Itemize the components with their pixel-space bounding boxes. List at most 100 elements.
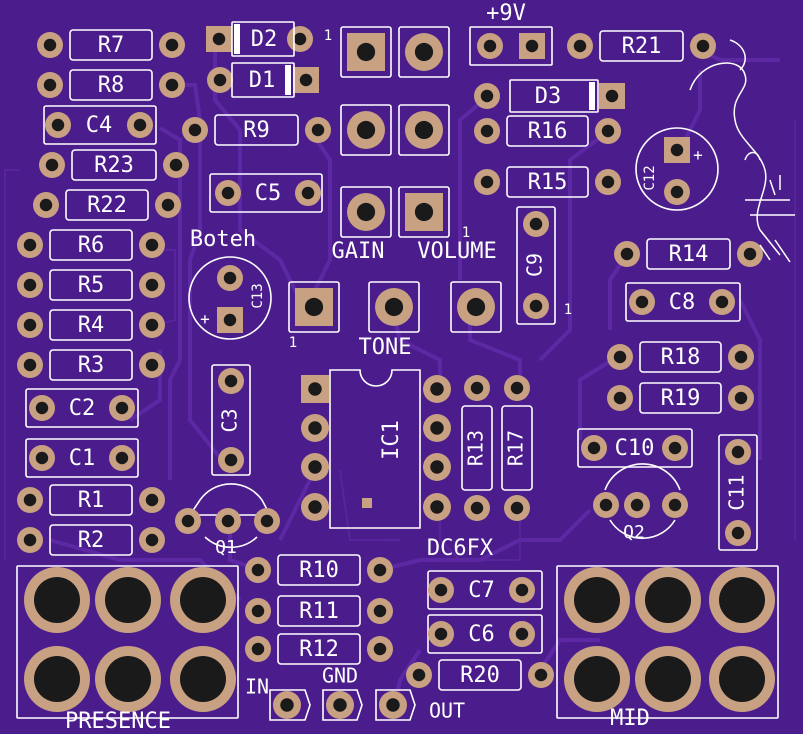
drill-hole [224, 453, 238, 467]
drill-hole [35, 451, 49, 465]
silk-outline [65, 189, 149, 221]
presence-pot [16, 565, 239, 719]
silk-outline [398, 104, 450, 156]
capacitor-label: C6 [468, 622, 495, 647]
drill-hole [311, 123, 325, 137]
out-label: OUT [429, 699, 465, 723]
cathode-band [285, 65, 291, 95]
drill-hole [145, 533, 159, 547]
resistor-r8: R8 [37, 69, 185, 101]
polarity-mark: + [693, 146, 703, 165]
drill-hole [133, 118, 147, 132]
drill-hole [430, 421, 444, 435]
resistor-r20: R20 [406, 659, 554, 691]
drill-hole [180, 656, 226, 702]
silk-outline [188, 256, 272, 340]
power-label: +9V [486, 1, 526, 26]
gnd-label: GND [322, 664, 358, 688]
drill-hole [43, 38, 57, 52]
pin1-mark: 1 [462, 225, 470, 241]
drill-hole [308, 500, 322, 514]
drill-hole [373, 604, 387, 618]
transistor-label: Q2 [623, 522, 645, 543]
silk-outline [49, 524, 133, 556]
silk-outline [277, 554, 361, 586]
drill-hole [534, 668, 548, 682]
drill-hole [480, 89, 494, 103]
silk-outline [368, 281, 420, 333]
artwork-line [745, 199, 795, 216]
silk-outline [71, 149, 157, 181]
resistor-label: R13 [464, 430, 488, 466]
drill-hole [715, 295, 729, 309]
drill-hole [430, 500, 444, 514]
transistor-q2: Q2 [593, 463, 688, 543]
silk-outline [25, 438, 139, 478]
pin1-mark: 1 [289, 335, 297, 351]
pot-tone-pin-c [450, 281, 502, 333]
silk-outline [398, 26, 450, 78]
pot-volume-pin-b [398, 104, 450, 156]
drill-hole [605, 89, 619, 103]
drill-hole [574, 656, 620, 702]
resistor-label: R3 [78, 353, 105, 378]
drill-hole [645, 577, 691, 623]
capacitor-label: C2 [69, 396, 96, 421]
drill-hole [188, 123, 202, 137]
resistor-r22: R22 [33, 189, 181, 221]
silk-outline [604, 463, 681, 491]
drill-hole [45, 158, 59, 172]
drill-hole [670, 185, 684, 199]
drill-hole [373, 642, 387, 656]
drill-hole [145, 318, 159, 332]
silk-outline [469, 26, 553, 66]
diode-label: D3 [535, 84, 562, 109]
capacitor-label: C9 [523, 253, 547, 277]
silk-outline [16, 565, 239, 719]
silk-outline [398, 186, 450, 238]
capacitor-c2: C2 [25, 388, 139, 428]
drill-hole [529, 217, 543, 231]
resistor-label: R5 [78, 273, 105, 298]
capacitor-c6: C6 [427, 614, 543, 654]
resistor-r21: R21 [567, 30, 716, 62]
resistor-label: R20 [460, 663, 500, 688]
silk-outline [635, 127, 719, 211]
drill-hole [293, 32, 307, 46]
silk-outline [340, 26, 392, 78]
drill-hole [145, 493, 159, 507]
drill-hole [39, 198, 53, 212]
silk-outline [269, 689, 311, 721]
silk-outline [25, 388, 139, 428]
drill-hole [221, 186, 235, 200]
presence-label: PRESENCE [65, 709, 171, 734]
drill-hole [280, 698, 294, 712]
silk-outline [43, 105, 157, 145]
resistor-label: R6 [78, 233, 105, 258]
silk-outline [288, 281, 340, 333]
capacitor-c1: C1 [25, 438, 139, 478]
drill-hole [212, 32, 226, 46]
silk-outline [375, 689, 416, 721]
resistor-r5: R5 [17, 269, 165, 301]
drill-hole [630, 498, 644, 512]
drill-hole [145, 358, 159, 372]
drill-hole [620, 247, 634, 261]
resistor-r11: R11 [245, 595, 393, 627]
drill-hole [165, 78, 179, 92]
drill-hole [635, 295, 649, 309]
resistor-r9: R9 [182, 114, 331, 146]
silk-outline [340, 186, 392, 238]
drill-hole [145, 238, 159, 252]
resistor-label: R10 [299, 558, 339, 583]
resistor-r3: R3 [17, 349, 165, 381]
drill-hole [51, 118, 65, 132]
silk-outline [49, 269, 133, 301]
silk-outline [49, 229, 133, 261]
drill-hole [23, 533, 37, 547]
silk-outline [204, 536, 258, 549]
drill-hole [308, 382, 322, 396]
resistor-label: R21 [622, 34, 662, 59]
gain-label: GAIN [332, 239, 385, 264]
